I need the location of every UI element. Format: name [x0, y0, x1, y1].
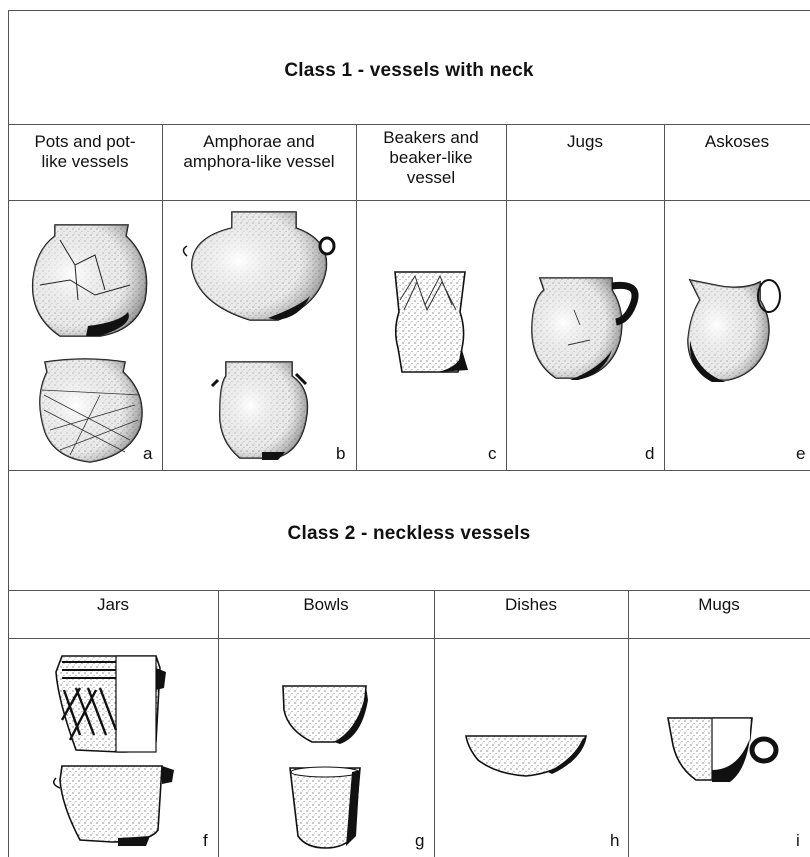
vessel-g-bowl-lower — [290, 767, 360, 848]
vessel-b-amphora-upper — [184, 212, 335, 320]
vessel-e-askos — [688, 280, 780, 382]
vessel-f-jar-upper — [56, 656, 166, 752]
vessel-b-amphora-lower — [212, 362, 307, 460]
vessel-f-jar-lower — [54, 766, 174, 846]
vessel-h-dish — [466, 736, 586, 776]
vessel-c-beaker — [395, 272, 468, 372]
vessel-a-pot-lower — [40, 359, 142, 462]
vessel-d-jug — [532, 278, 635, 380]
vessel-a-pot-upper — [33, 225, 147, 336]
vessel-g-bowl-upper — [283, 686, 368, 744]
vessel-i-mug — [668, 718, 776, 782]
